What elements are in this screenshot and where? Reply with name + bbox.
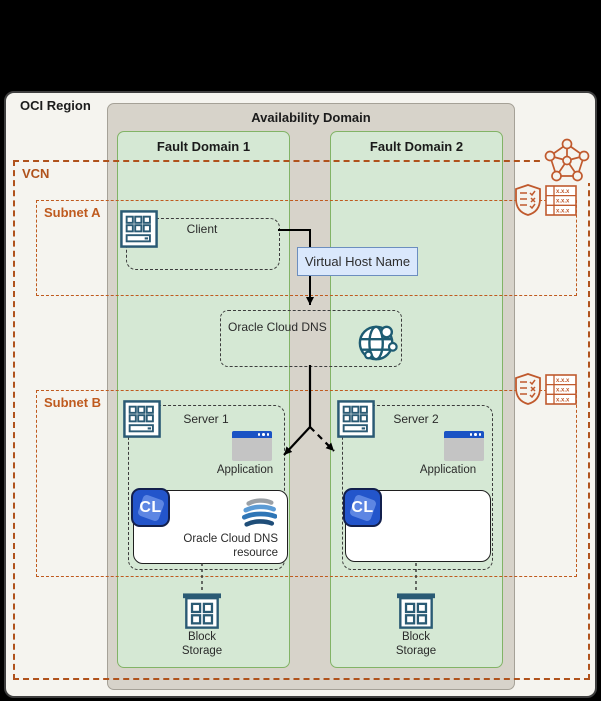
dns-resource-label-line1: Oracle Cloud DNS — [183, 533, 278, 545]
availability-domain-label: Availability Domain — [251, 110, 371, 125]
window-dot — [478, 433, 481, 436]
window-dot — [469, 433, 472, 436]
fault-domain-1-label: Fault Domain 1 — [156, 139, 251, 154]
window-dot — [266, 433, 269, 436]
vcn-network-icon — [543, 137, 591, 183]
server-1-compute-icon — [123, 400, 161, 443]
dns-resource-label-line2: resource — [233, 547, 278, 559]
server-2-label: Server 2 — [393, 412, 439, 426]
application-window-icon-2 — [444, 431, 484, 461]
route-cell: x.x.x — [556, 378, 570, 384]
oci-region-label: OCI Region — [20, 98, 91, 113]
application-titlebar — [444, 431, 484, 438]
route-cell: x.x.x — [556, 208, 570, 214]
dns-resource-label: Oracle Cloud DNS resource — [140, 532, 278, 560]
block-storage-label-2: Block Storage — [376, 630, 456, 658]
client-label: Client — [186, 222, 218, 236]
route-cell: x.x.x — [556, 189, 570, 195]
subnet-a-label: Subnet A — [44, 205, 101, 220]
block-storage-label-line1: Block — [187, 631, 217, 643]
server-1-label: Server 1 — [183, 412, 229, 426]
server-2-group — [342, 405, 493, 570]
application-titlebar — [232, 431, 272, 438]
window-dot — [262, 433, 265, 436]
dns-waves-icon — [241, 497, 278, 535]
server-2-compute-icon — [337, 400, 375, 443]
virtual-host-name-label: Virtual Host Name — [304, 254, 411, 269]
route-table-icon-b: x.x.x x.x.x x.x.x — [545, 374, 577, 410]
application-label-1: Application — [216, 464, 274, 476]
application-label-2: Application — [419, 464, 477, 476]
window-dot — [474, 433, 477, 436]
dns-label: Oracle Cloud DNS — [228, 320, 327, 334]
vcn-label: VCN — [22, 166, 50, 181]
route-cell: x.x.x — [556, 388, 570, 394]
virtual-host-name-badge: Virtual Host Name — [297, 247, 418, 276]
block-storage-icon-2 — [397, 592, 435, 635]
cli-icon-2: CL — [343, 488, 382, 527]
fault-domain-2-label: Fault Domain 2 — [369, 139, 464, 154]
block-storage-icon-1 — [183, 592, 221, 635]
dns-globe-icon — [357, 322, 399, 369]
security-list-icon-b — [513, 372, 543, 411]
window-dot — [257, 433, 260, 436]
vcn-box — [13, 160, 590, 680]
server-1-group — [128, 405, 285, 570]
cli-label: CL — [139, 498, 162, 516]
block-storage-label-1: Block Storage — [162, 630, 242, 658]
application-window-icon-1 — [232, 431, 272, 461]
client-compute-icon — [120, 210, 158, 253]
block-storage-label-line1: Block — [401, 631, 431, 643]
subnet-b-label: Subnet B — [44, 395, 102, 410]
block-storage-label-line2: Storage — [395, 645, 437, 657]
route-cell: x.x.x — [556, 199, 570, 205]
security-list-icon-a — [513, 183, 543, 222]
route-table-icon-a: x.x.x x.x.x x.x.x — [545, 185, 577, 221]
route-cell: x.x.x — [556, 397, 570, 403]
block-storage-label-line2: Storage — [181, 645, 223, 657]
cli-label: CL — [351, 498, 374, 516]
cli-icon-1: CL — [131, 488, 170, 527]
subnet-b-box — [36, 390, 577, 577]
